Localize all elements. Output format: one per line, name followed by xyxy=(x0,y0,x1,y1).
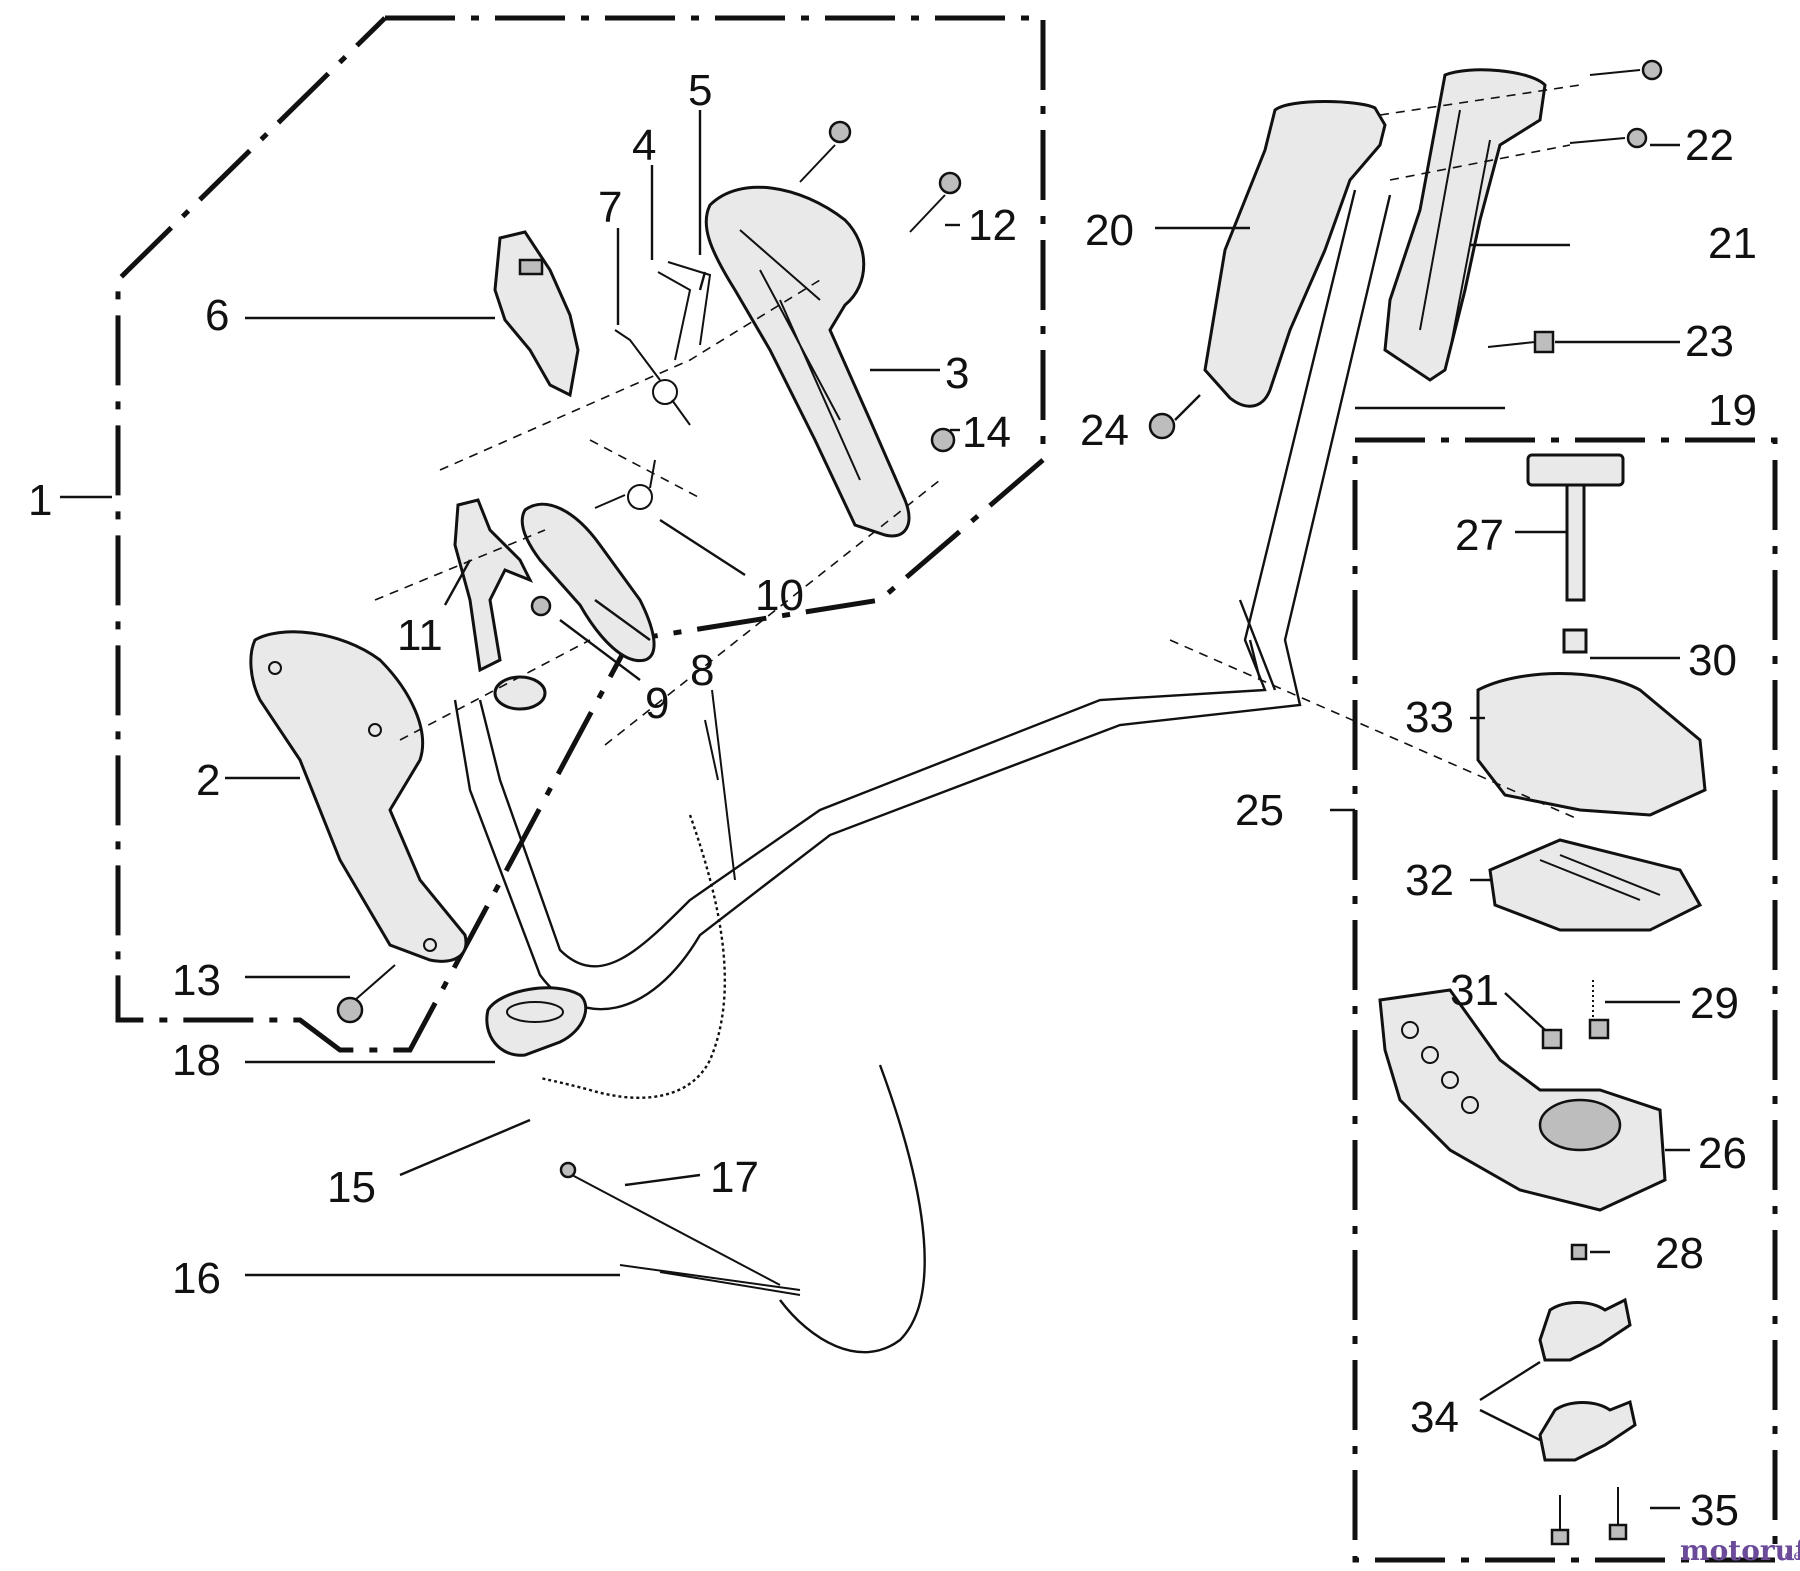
part-30-sleeve xyxy=(1562,628,1588,654)
callout-33: 33 xyxy=(1405,693,1454,742)
part-32-clamp-base xyxy=(1488,838,1703,932)
callout-29: 29 xyxy=(1690,979,1739,1028)
callout-18: 18 xyxy=(172,1036,221,1085)
callout-24: 24 xyxy=(1080,406,1129,455)
callout-28: 28 xyxy=(1655,1229,1704,1278)
callout-9: 9 xyxy=(645,679,669,728)
callout-22: 22 xyxy=(1685,121,1734,170)
callout-35: 35 xyxy=(1690,1486,1739,1535)
callout-2: 2 xyxy=(196,756,220,805)
callout-4: 4 xyxy=(632,121,656,170)
flex-cable xyxy=(779,1064,926,1354)
part-20-grip xyxy=(1203,100,1387,408)
part-15-conduit xyxy=(539,814,727,1099)
callout-26: 26 xyxy=(1698,1129,1747,1178)
part-29-nut xyxy=(1588,1018,1610,1040)
part-22-screws xyxy=(1569,59,1663,149)
part-33-clamp-top xyxy=(1476,672,1707,817)
callout-11: 11 xyxy=(397,611,443,660)
callout-10: 10 xyxy=(755,571,804,620)
part-28-pin xyxy=(1570,1243,1588,1261)
part-12-screws xyxy=(799,120,962,233)
callout-13: 13 xyxy=(172,956,221,1005)
callout-21: 21 xyxy=(1708,219,1757,268)
callout-17: 17 xyxy=(710,1153,759,1202)
callout-32: 32 xyxy=(1405,856,1454,905)
part-21-grip-half xyxy=(1383,68,1547,382)
callout-12: 12 xyxy=(968,201,1017,250)
assembly-1-frame xyxy=(115,15,1046,1053)
part-23-bolt xyxy=(1487,330,1555,354)
part-6-switch xyxy=(493,230,580,398)
callout-23: 23 xyxy=(1685,317,1734,366)
part-17-wire xyxy=(571,1174,781,1286)
callout-25: 25 xyxy=(1235,786,1284,835)
callout-5: 5 xyxy=(688,66,712,115)
callout-16: 16 xyxy=(172,1254,221,1303)
part-9-screw xyxy=(530,595,552,617)
part-13-screw xyxy=(336,964,396,1024)
part-7-spring xyxy=(614,329,691,426)
callout-3: 3 xyxy=(945,349,969,398)
part-5-spring xyxy=(667,261,712,346)
callout-20: 20 xyxy=(1085,206,1134,255)
part-34-clamp-lower xyxy=(1538,1399,1637,1462)
watermark-brand: motoruf xyxy=(1680,1534,1800,1567)
callout-6: 6 xyxy=(205,291,229,340)
part-8-trigger xyxy=(520,502,656,663)
part-27-bolt xyxy=(1526,453,1625,602)
callout-31: 31 xyxy=(1450,966,1499,1015)
callout-8: 8 xyxy=(690,646,714,695)
part-24-nut xyxy=(1148,412,1176,440)
part-35-screws xyxy=(1550,1487,1628,1546)
callout-19: 19 xyxy=(1708,386,1757,435)
callout-1: 1 xyxy=(28,476,52,525)
callout-34: 34 xyxy=(1410,1393,1459,1442)
part-4-spring xyxy=(657,271,692,361)
callout-27: 27 xyxy=(1455,511,1504,560)
part-11-lever xyxy=(453,498,534,673)
part-14-nut xyxy=(930,427,956,453)
callout-15: 15 xyxy=(327,1163,376,1212)
callout-14: 14 xyxy=(962,408,1011,457)
part-26-bracket xyxy=(1378,988,1667,1212)
watermark-tld: .de xyxy=(1780,1548,1800,1564)
callout-7: 7 xyxy=(598,183,622,232)
part-2-handle-half xyxy=(249,630,468,963)
part-34-clamp-upper xyxy=(1538,1297,1632,1362)
part-16-wire xyxy=(619,1264,801,1296)
part-31-nut xyxy=(1541,1028,1563,1050)
part-10-spring xyxy=(594,459,656,510)
callout-30: 30 xyxy=(1688,636,1737,685)
